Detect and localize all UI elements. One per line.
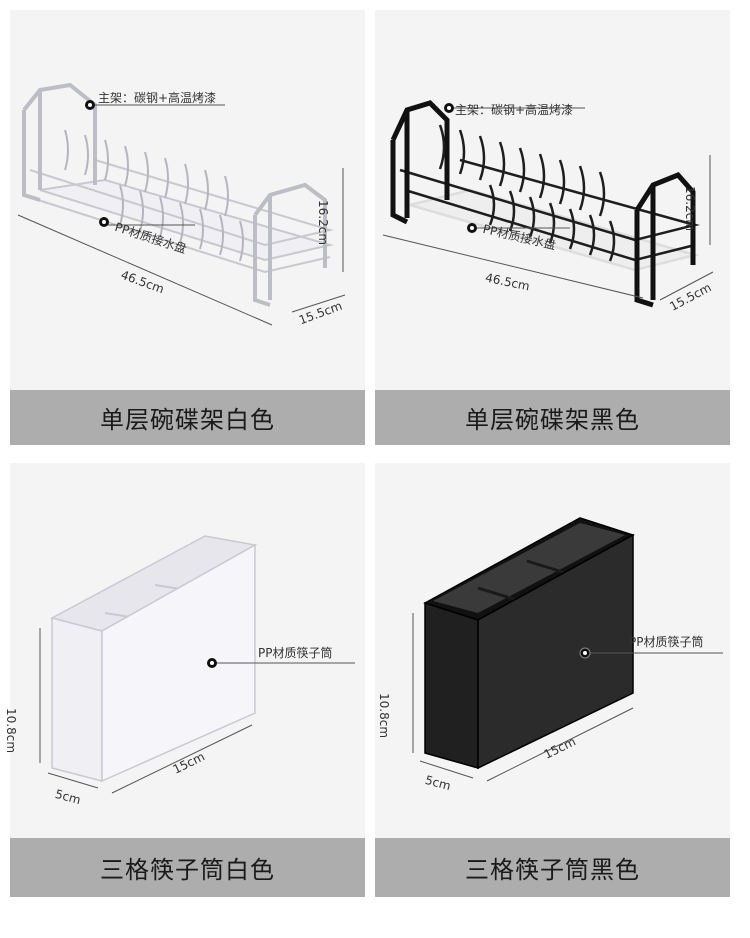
height-dimension: 16.2cm	[683, 186, 697, 232]
material-label: PP材质筷子筒	[258, 646, 333, 660]
height-dimension: 10.8cm	[4, 708, 18, 754]
product-panel-white-chopstick-holder: PP材质筷子筒 10.8cm 5cm 15cm 三格筷子筒白色	[4, 463, 365, 897]
black-chopstick-holder-illustration	[412, 517, 723, 782]
black-dish-rack-illustration	[382, 100, 714, 308]
height-dimension: 16.2cm	[316, 200, 330, 246]
material-label: PP材质筷子筒	[629, 635, 704, 649]
product-caption: 三格筷子筒黑色	[375, 838, 730, 897]
product-panel-black-dish-rack: 主架：碳钢+高温烤漆 PP材质接水盘 46.5cm 15.5cm 16.2cm …	[375, 10, 730, 445]
product-caption: 单层碗碟架黑色	[375, 390, 730, 445]
height-dimension: 10.8cm	[377, 693, 391, 739]
white-chopstick-holder-illustration	[39, 535, 355, 794]
product-panel-black-chopstick-holder: PP材质筷子筒 10.8cm 5cm 15cm 三格筷子筒黑色	[375, 463, 730, 897]
frame-material-label: 主架：碳钢+高温烤漆	[98, 91, 217, 105]
white-dish-rack-illustration	[17, 82, 346, 326]
product-panel-white-dish-rack: 主架：碳钢+高温烤漆 PP材质接水盘 46.5cm 15.5cm 16.2cm …	[10, 10, 365, 445]
product-caption: 单层碗碟架白色	[10, 390, 365, 445]
frame-material-label: 主架：碳钢+高温烤漆	[455, 103, 574, 117]
product-caption: 三格筷子筒白色	[10, 838, 365, 897]
